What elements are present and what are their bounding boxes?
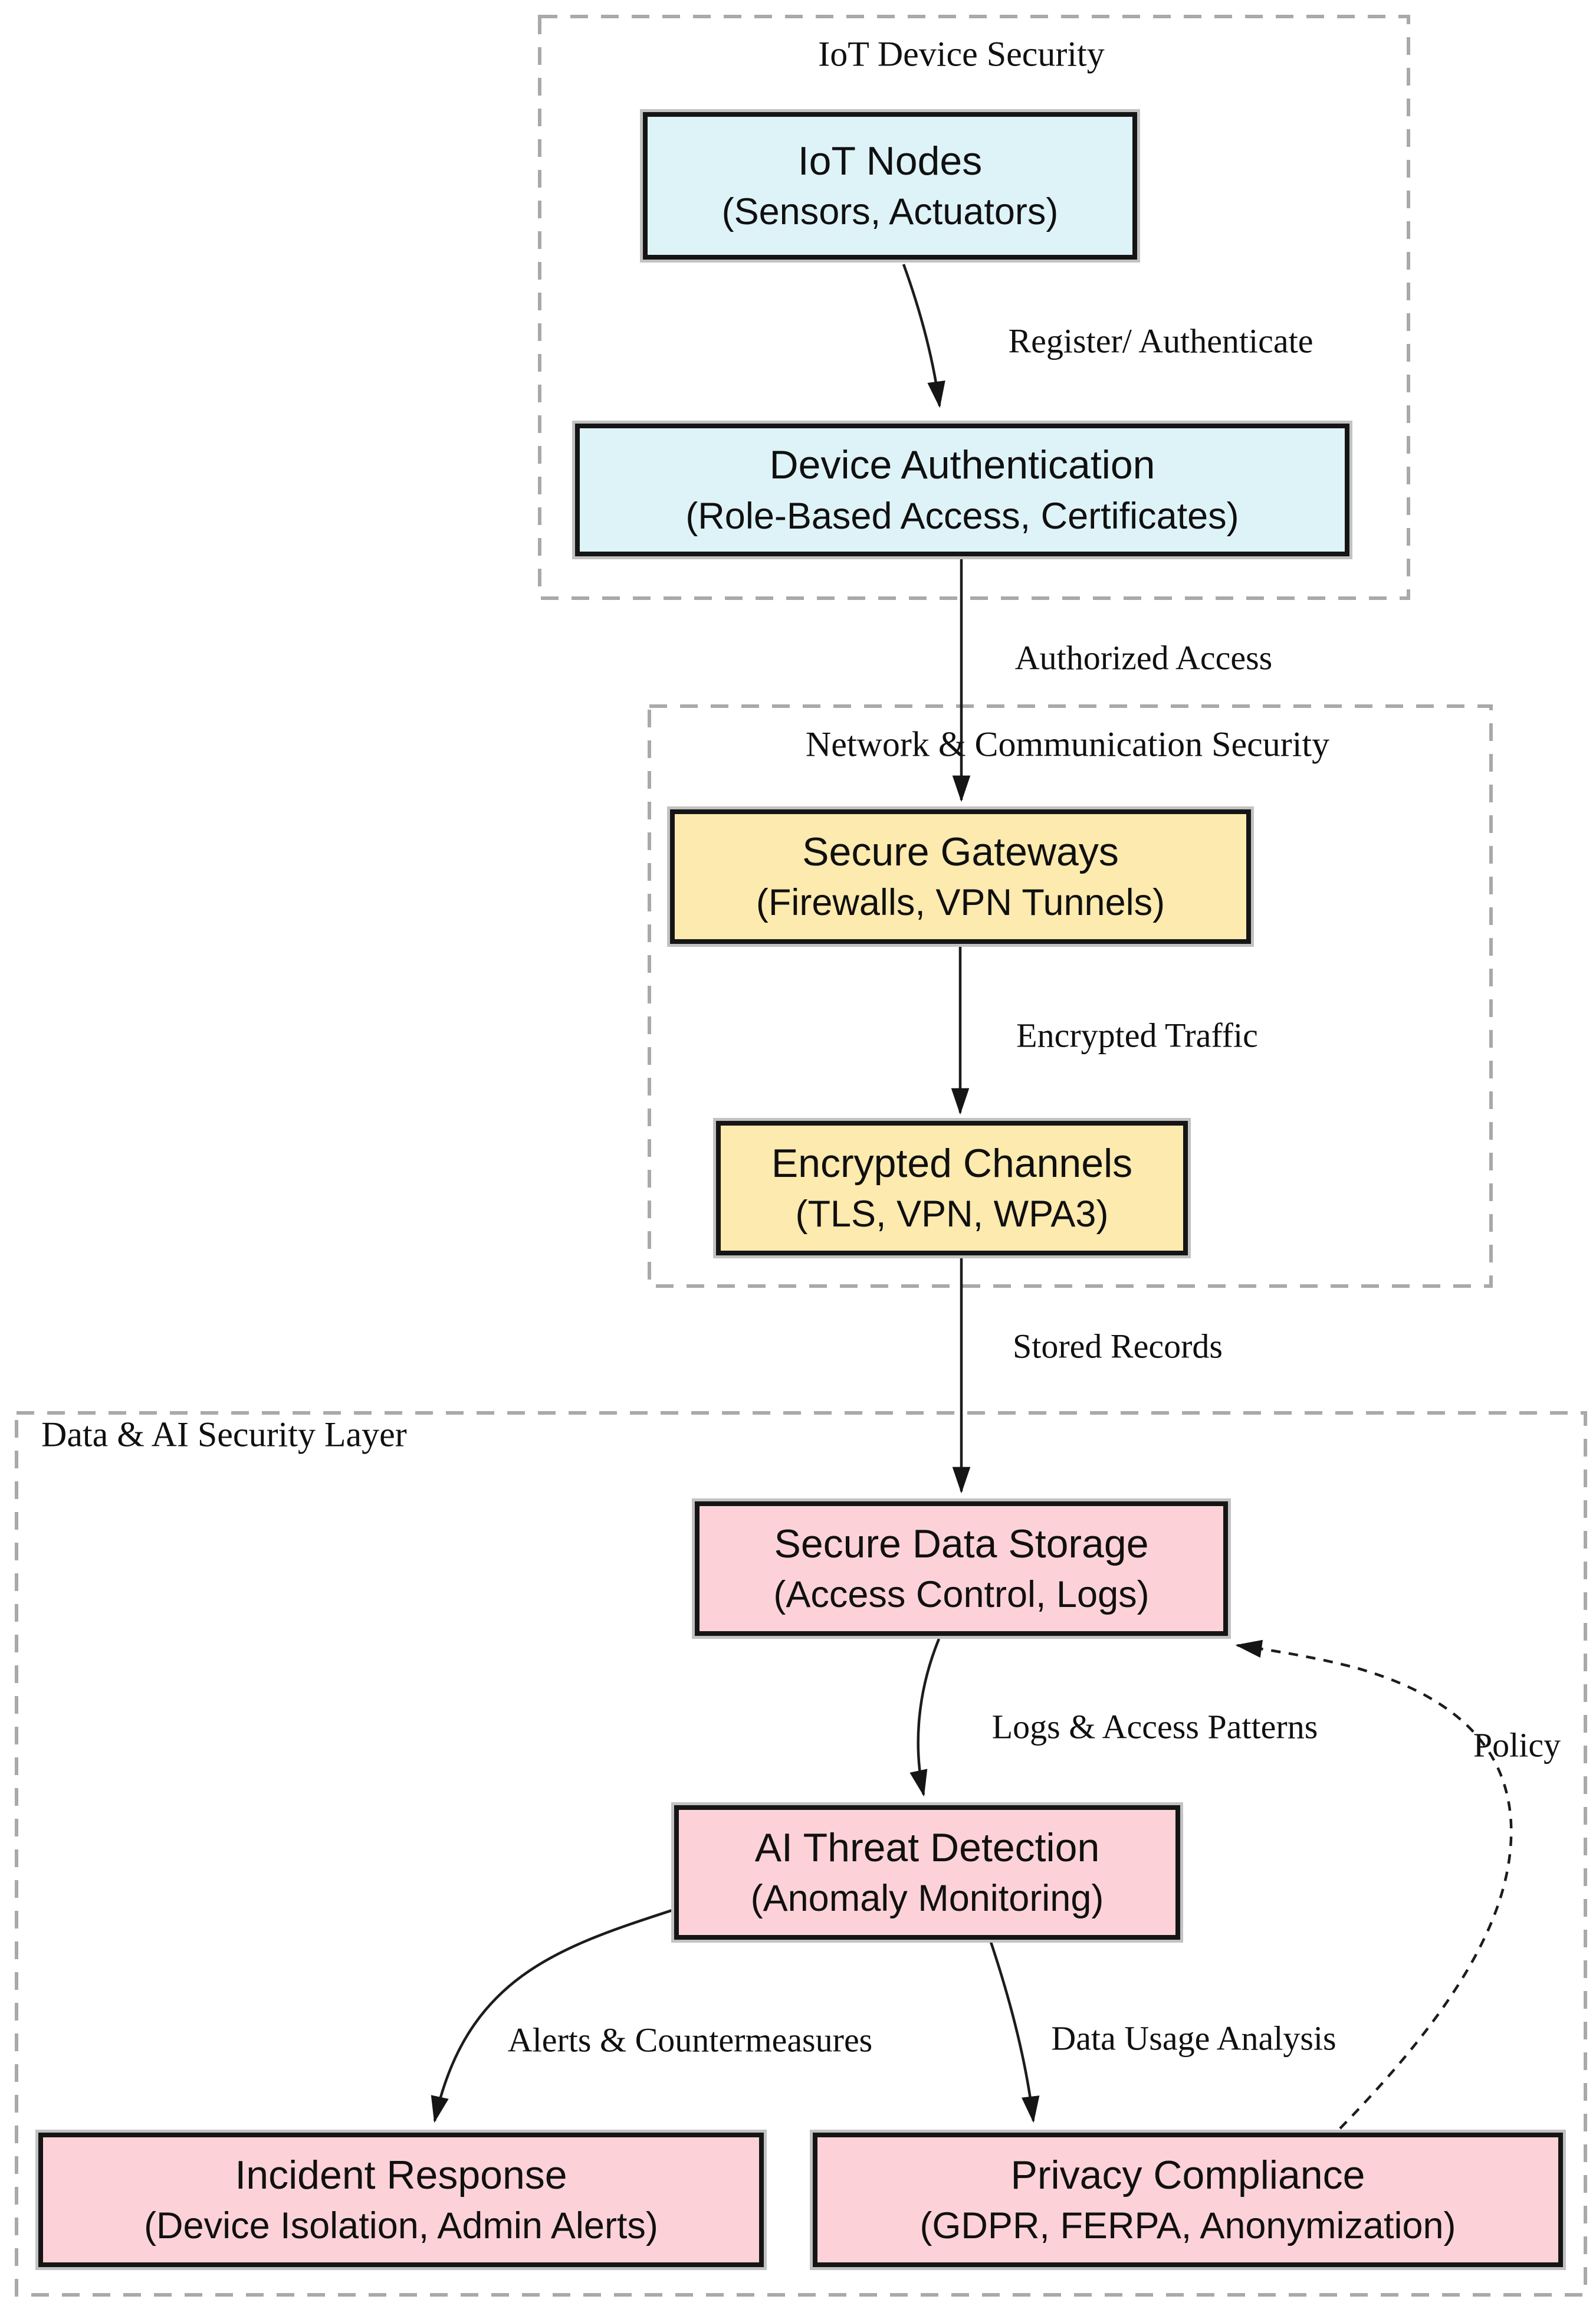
edge-label-stored-records: Stored Records bbox=[1013, 1327, 1223, 1366]
edge-label-alerts-countermeasures: Alerts & Countermeasures bbox=[507, 2021, 873, 2059]
node-subtitle: (Role-Based Access, Certificates) bbox=[685, 495, 1239, 537]
node-title: Privacy Compliance bbox=[1010, 2152, 1365, 2198]
node-title: Encrypted Channels bbox=[771, 1140, 1133, 1186]
node-title: Secure Data Storage bbox=[774, 1521, 1149, 1566]
node-title: AI Threat Detection bbox=[754, 1825, 1100, 1870]
node-privacy-compliance: Privacy Compliance (GDPR, FERPA, Anonymi… bbox=[813, 2133, 1563, 2267]
group-box-iot-device-security bbox=[538, 15, 1410, 600]
node-subtitle: (GDPR, FERPA, Anonymization) bbox=[919, 2205, 1456, 2247]
edge-label-policy: Policy bbox=[1473, 1726, 1561, 1764]
node-title: Secure Gateways bbox=[802, 829, 1119, 874]
edge-alerts-countermeasures bbox=[431, 1908, 675, 2123]
node-encrypted-channels: Encrypted Channels (TLS, VPN, WPA3) bbox=[716, 1121, 1188, 1255]
edge-data-usage-analysis bbox=[989, 1941, 1040, 2123]
edge-logs-access-patterns bbox=[909, 1638, 941, 1797]
node-secure-gateways: Secure Gateways (Firewalls, VPN Tunnels) bbox=[670, 809, 1251, 944]
node-subtitle: (Access Control, Logs) bbox=[773, 1574, 1150, 1616]
node-subtitle: (Device Isolation, Admin Alerts) bbox=[144, 2205, 658, 2247]
edge-policy-feedback bbox=[1235, 1639, 1513, 2130]
node-incident-response: Incident Response (Device Isolation, Adm… bbox=[38, 2133, 764, 2267]
group-label-network-comm-security: Network & Communication Security bbox=[805, 724, 1330, 764]
node-iot-nodes: IoT Nodes (Sensors, Actuators) bbox=[643, 112, 1137, 260]
edge-label-encrypted-traffic: Encrypted Traffic bbox=[1016, 1016, 1258, 1055]
node-title: Incident Response bbox=[235, 2152, 567, 2198]
edge-register-authenticate bbox=[902, 264, 945, 408]
node-title: Device Authentication bbox=[769, 442, 1155, 488]
edge-label-data-usage-analysis: Data Usage Analysis bbox=[1051, 2019, 1336, 2058]
edge-label-logs-access-patterns: Logs & Access Patterns bbox=[991, 1707, 1318, 1746]
group-label-iot-device-security: IoT Device Security bbox=[818, 34, 1105, 74]
node-subtitle: (Firewalls, VPN Tunnels) bbox=[756, 882, 1165, 924]
node-subtitle: (Sensors, Actuators) bbox=[721, 191, 1059, 233]
group-box-network-comm-security bbox=[648, 704, 1493, 1288]
node-device-authentication: Device Authentication (Role-Based Access… bbox=[575, 424, 1349, 556]
node-ai-threat-detection: AI Threat Detection (Anomaly Monitoring) bbox=[674, 1805, 1180, 1940]
node-secure-data-storage: Secure Data Storage (Access Control, Log… bbox=[695, 1501, 1228, 1636]
node-title: IoT Nodes bbox=[797, 138, 983, 183]
node-subtitle: (Anomaly Monitoring) bbox=[750, 1878, 1104, 1920]
edge-label-register-authenticate: Register/ Authenticate bbox=[1008, 322, 1313, 360]
node-subtitle: (TLS, VPN, WPA3) bbox=[795, 1193, 1109, 1235]
group-label-data-ai-security: Data & AI Security Layer bbox=[41, 1415, 407, 1454]
edge-label-authorized-access: Authorized Access bbox=[1014, 638, 1273, 677]
group-box-data-ai-security bbox=[15, 1411, 1587, 2297]
